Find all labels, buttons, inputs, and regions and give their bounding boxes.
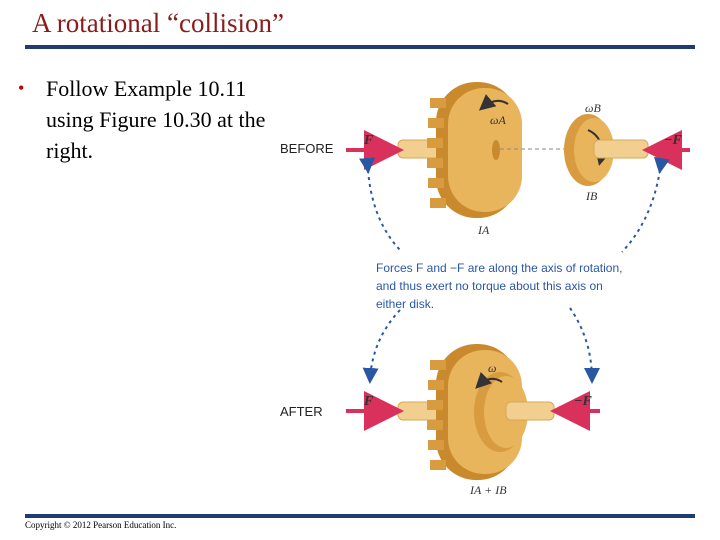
shaft-b-right bbox=[593, 139, 649, 159]
title-rule bbox=[25, 45, 695, 49]
bullet-text: Follow Example 10.11 using Figure 10.30 … bbox=[46, 76, 266, 163]
dashed-arrow-right-top bbox=[621, 156, 670, 253]
omega-a-label: ωA bbox=[490, 113, 506, 127]
combined-gear bbox=[427, 344, 528, 480]
dashed-arrow-left-top bbox=[359, 157, 401, 251]
rotation-arrow-after bbox=[475, 371, 503, 389]
inertia-b-label: IB bbox=[585, 189, 598, 203]
caption-line-2: and thus exert no torque about this axis… bbox=[376, 279, 603, 293]
shaft-after-right bbox=[505, 401, 555, 421]
inertia-a-label: IA bbox=[477, 223, 490, 237]
force-left-after-label: F bbox=[363, 394, 374, 409]
copyright-text: Copyright © 2012 Pearson Education Inc. bbox=[25, 520, 177, 530]
after-label: AFTER bbox=[280, 404, 323, 419]
omega-label: ω bbox=[488, 361, 496, 375]
slide-title: A rotational “collision” bbox=[32, 8, 284, 38]
rotation-arrow-a bbox=[478, 94, 509, 111]
dashed-arrow-right-bottom bbox=[569, 307, 600, 384]
before-label: BEFORE bbox=[280, 141, 334, 156]
force-left-before-label: F bbox=[363, 133, 374, 148]
force-right-after-label: −F bbox=[574, 394, 592, 409]
bullet-marker: • bbox=[18, 78, 25, 98]
caption-line-1: Forces F and −F are along the axis of ro… bbox=[376, 261, 622, 275]
caption-line-3: either disk. bbox=[376, 297, 434, 311]
gear-a bbox=[427, 82, 522, 218]
footer-rule bbox=[25, 514, 695, 518]
inertia-sum-label: IA + IB bbox=[469, 483, 507, 497]
omega-b-label: ωB bbox=[585, 101, 601, 115]
force-right-before-label: −F bbox=[664, 133, 682, 148]
dashed-arrow-left-bottom bbox=[362, 309, 401, 384]
